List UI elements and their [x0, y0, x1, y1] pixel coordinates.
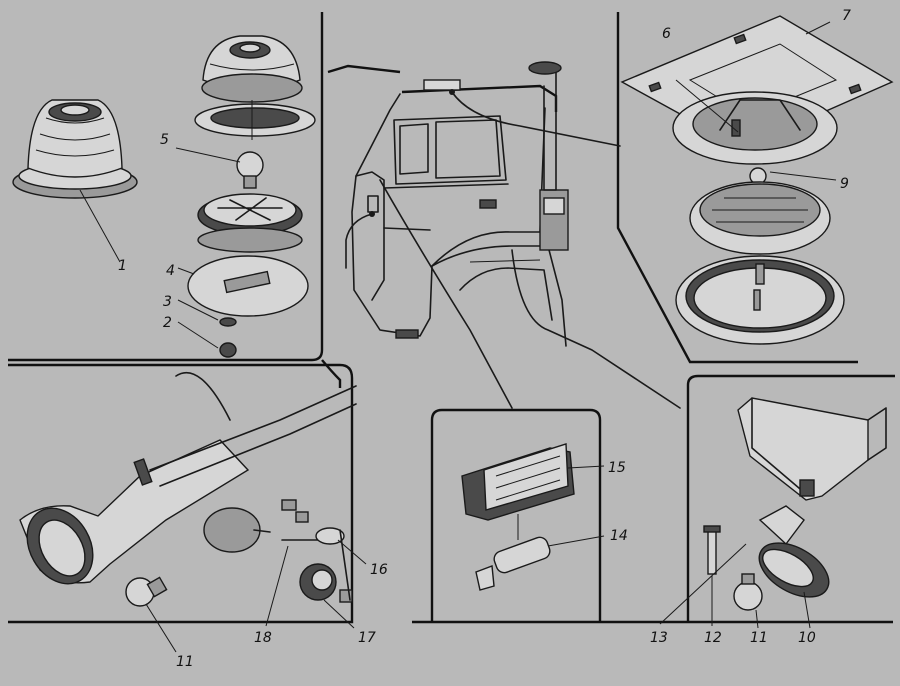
callout-16: 16 [370, 562, 388, 578]
portable-lamp [19, 371, 367, 653]
callout-11-bottom-right: 11 [750, 630, 768, 646]
callout-11-bottom-left: 11 [176, 654, 194, 670]
socket-assembly [281, 499, 353, 603]
truck-cab [351, 61, 569, 347]
callout-7: 7 [842, 8, 851, 24]
callout-13: 13 [650, 630, 668, 646]
leader-lines [345, 91, 681, 409]
callout-3: 3 [163, 294, 172, 310]
callout-14: 14 [610, 528, 628, 544]
dome-lamp-exploded [175, 35, 316, 358]
callout-15: 15 [608, 460, 626, 476]
switch-and-bulb [461, 443, 605, 591]
dome-lamp-assembled [12, 99, 138, 263]
callout-12: 12 [704, 630, 722, 646]
callout-6: 6 [662, 26, 671, 42]
callout-1: 1 [118, 258, 127, 274]
callout-labels: 1 2 3 4 5 6 7 9 10 11 11 12 13 14 15 16 … [118, 8, 851, 670]
ceiling-lamp [620, 15, 894, 345]
callout-5: 5 [160, 132, 169, 148]
panel-dividers [8, 12, 895, 624]
callout-9: 9 [840, 176, 849, 192]
callout-18: 18 [254, 630, 272, 646]
underbody-lamp [659, 397, 887, 629]
bulb-icon [236, 151, 264, 189]
callout-10: 10 [798, 630, 816, 646]
callout-17: 17 [358, 630, 376, 646]
callout-2: 2 [163, 315, 172, 331]
callout-4: 4 [166, 263, 175, 279]
